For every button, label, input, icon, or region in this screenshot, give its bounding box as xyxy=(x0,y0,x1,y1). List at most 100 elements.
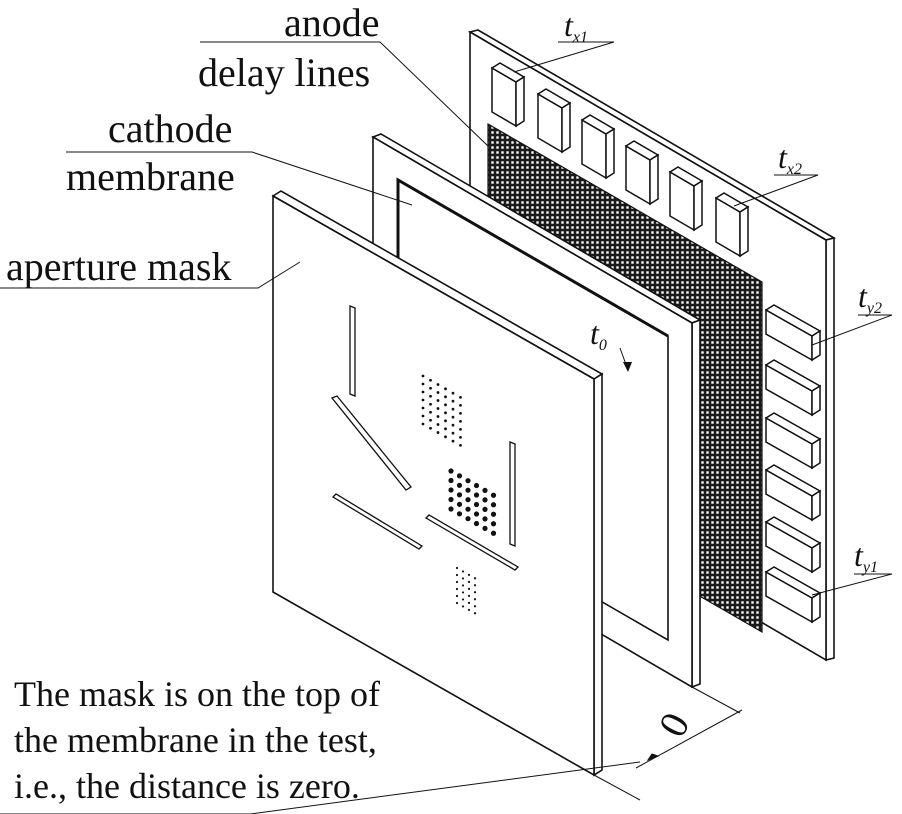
y-connector xyxy=(764,516,822,574)
t0-arrowhead xyxy=(623,362,632,372)
label-distance-zero: 0 xyxy=(649,705,698,744)
slit-horizontal-left xyxy=(331,493,424,550)
leader-tx1 xyxy=(513,41,615,73)
mask-slits xyxy=(330,305,520,571)
mask-hole xyxy=(421,414,425,418)
mask-hole xyxy=(465,478,471,484)
mask-hole xyxy=(444,435,447,439)
y-connector xyxy=(764,304,822,362)
mask-hole xyxy=(459,419,462,423)
mask-hole xyxy=(465,497,471,503)
connector-side xyxy=(811,489,821,522)
x-connector xyxy=(536,88,572,154)
label-aperture-mask: aperture mask xyxy=(6,244,231,289)
mask-hole xyxy=(436,399,440,402)
y-connector xyxy=(764,359,822,417)
mask-hole xyxy=(490,530,497,536)
mask-hole xyxy=(436,415,440,418)
mask-hole xyxy=(459,411,462,415)
slit-diagonal xyxy=(330,395,412,491)
leader-cathode xyxy=(66,151,413,206)
mask-hole xyxy=(473,520,480,527)
mask-hole xyxy=(451,431,455,435)
label-membrane: membrane xyxy=(66,154,235,199)
mask-hole xyxy=(451,423,455,427)
mask-hole xyxy=(467,580,471,583)
mask-hole xyxy=(456,501,463,507)
y-connector xyxy=(764,566,822,624)
caption-line-1: The mask is on the top of xyxy=(14,674,380,714)
mask-hole xyxy=(482,506,488,512)
mask-hole xyxy=(473,511,480,517)
x-connectors xyxy=(490,62,750,258)
mask-hole xyxy=(451,399,455,403)
mask-hole xyxy=(473,591,477,594)
mask-hole xyxy=(465,516,471,522)
label-tx1: tx1 xyxy=(564,7,588,46)
mask-hole xyxy=(451,439,455,443)
mask-hole xyxy=(444,411,447,415)
mask-hole xyxy=(451,407,455,411)
mask-hole xyxy=(429,410,432,414)
mask-hole xyxy=(456,473,463,479)
mask-hole xyxy=(459,395,462,399)
leader-aperture-mask xyxy=(0,261,301,289)
mask-hole xyxy=(461,591,465,594)
label-anode: anode xyxy=(284,0,380,45)
mask-hole xyxy=(436,423,440,426)
leader-tx2 xyxy=(733,174,819,207)
connector-side xyxy=(515,75,525,128)
mask-hole xyxy=(465,506,471,512)
caption-line-3: i.e., the distance is zero. xyxy=(14,766,360,806)
mask-hole xyxy=(490,502,497,508)
distance-dimension xyxy=(593,686,743,801)
mask-hole xyxy=(459,403,462,407)
mask-hole xyxy=(429,394,432,398)
x-connector xyxy=(714,192,750,258)
mask-hole xyxy=(490,492,497,498)
mask-hole xyxy=(465,487,471,493)
mask-hole xyxy=(448,468,454,474)
y-connector xyxy=(764,412,822,470)
mask-hole xyxy=(444,403,447,407)
mask-hole xyxy=(467,587,471,590)
mask-hole xyxy=(482,516,488,522)
slit-vertical-right xyxy=(509,441,516,547)
leader-ty2 xyxy=(811,314,893,346)
label-ty2: ty2 xyxy=(858,278,882,317)
slit-vertical-left xyxy=(349,305,356,397)
slit-horizontal-right xyxy=(424,514,520,571)
mask-hole xyxy=(448,487,454,493)
mask-hole xyxy=(444,427,447,431)
mask-hole xyxy=(455,587,459,591)
mask-hole xyxy=(467,608,471,611)
connector-side xyxy=(811,329,821,362)
mask-hole xyxy=(467,573,471,576)
mask-hole xyxy=(421,406,425,410)
y-connector xyxy=(764,464,822,522)
mask-hole xyxy=(456,482,463,488)
mask-hole xyxy=(455,566,459,570)
connector-side xyxy=(605,127,615,180)
mask-hole xyxy=(444,419,447,423)
leader-ty1 xyxy=(811,573,893,596)
connector-side xyxy=(811,541,821,574)
connector-side xyxy=(561,101,571,154)
mask-hole xyxy=(473,482,480,489)
mask-hole xyxy=(429,418,432,422)
mask-hole xyxy=(461,605,465,608)
mask-hole xyxy=(436,407,440,410)
mask-hole xyxy=(473,577,477,580)
mask-hole xyxy=(421,422,425,426)
mask-hole xyxy=(482,525,488,531)
mask-hole xyxy=(461,584,465,587)
mask-hole xyxy=(459,435,462,439)
x-connector xyxy=(668,166,704,232)
mask-hole xyxy=(421,374,425,378)
mask-hole xyxy=(473,605,477,608)
y-connectors xyxy=(764,304,822,624)
label-t0: t0 xyxy=(590,315,607,354)
mask-hole xyxy=(444,387,447,391)
mask-hole xyxy=(455,580,459,584)
